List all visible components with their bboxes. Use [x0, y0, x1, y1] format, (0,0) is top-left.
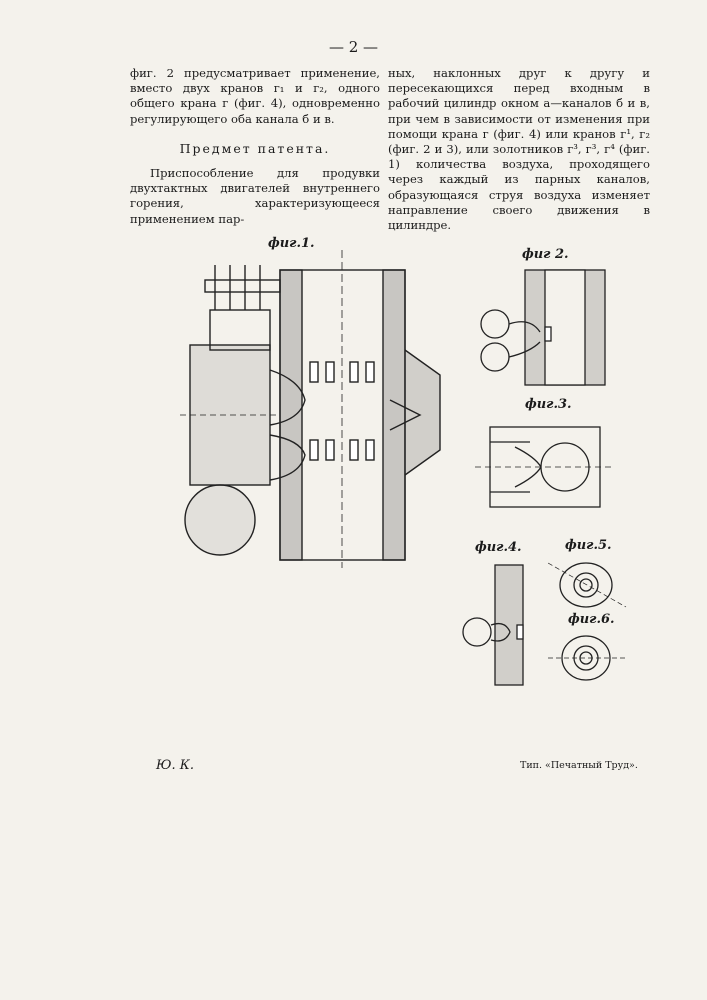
left-text-column: фиг. 2 предусматривает применение, вмест… [130, 66, 380, 235]
fig1-drawing [180, 250, 470, 570]
fig3-drawing [475, 412, 620, 522]
left-paragraph-1: фиг. 2 предусматривает применение, вмест… [130, 66, 380, 127]
page-number: — 2 — [0, 38, 707, 56]
fig1-label: фиг.1. [268, 236, 315, 251]
fig4-label: фиг.4. [475, 540, 522, 555]
printer-imprint: Тип. «Печатный Труд». [520, 760, 638, 771]
signature: Ю. К. [156, 758, 194, 773]
fig6-drawing [548, 628, 628, 688]
right-paragraph-1: ных, наклонных друг к другу и пересекающ… [388, 66, 650, 233]
left-paragraph-2: Приспособление для продувки двухтактных … [130, 166, 380, 227]
right-text-column: ных, наклонных друг к другу и пересекающ… [388, 66, 650, 241]
fig5-label: фиг.5. [565, 538, 612, 553]
fig2-label: фиг 2. [522, 247, 569, 262]
fig4-drawing [455, 560, 545, 690]
fig2-drawing [470, 262, 620, 392]
section-heading: Предмет патента. [130, 141, 380, 156]
fig3-label: фиг.3. [525, 397, 572, 412]
fig6-label: фиг.6. [568, 612, 615, 627]
fig5-drawing [548, 555, 628, 615]
